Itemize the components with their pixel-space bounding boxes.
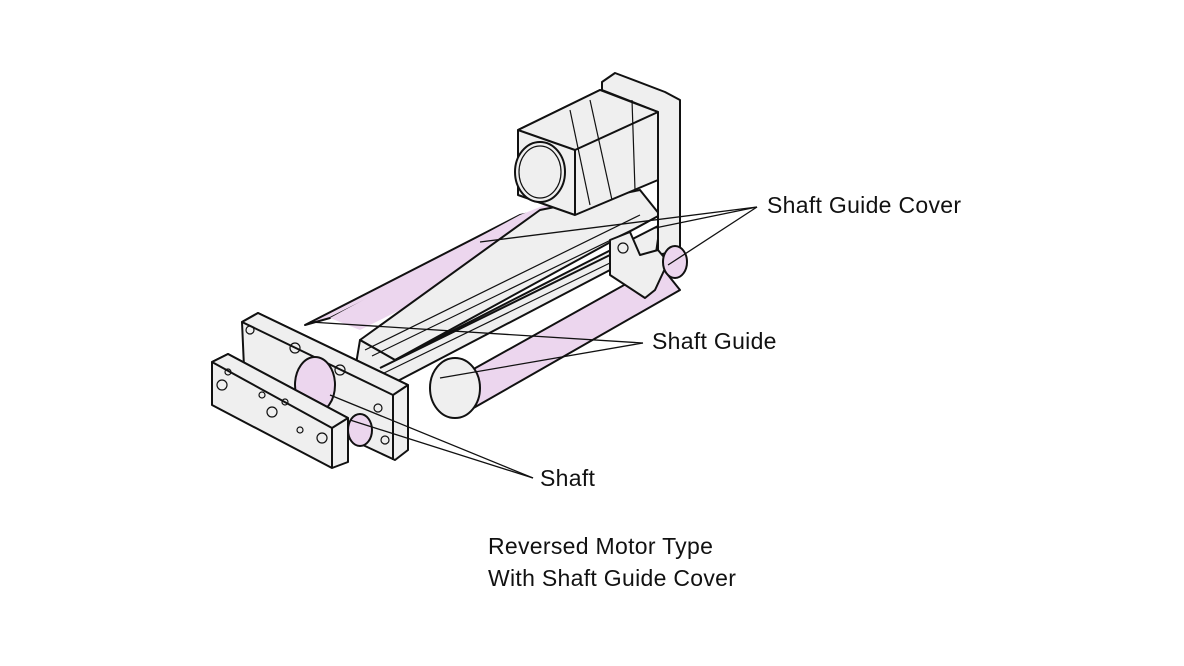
caption-line-1: Reversed Motor Type xyxy=(488,533,714,559)
label-shaft-guide: Shaft Guide xyxy=(652,328,777,354)
caption-line-2: With Shaft Guide Cover xyxy=(488,565,737,591)
label-shaft: Shaft xyxy=(540,465,596,491)
motor xyxy=(514,72,681,256)
front-plate xyxy=(211,353,373,469)
leader-lines xyxy=(309,206,758,479)
label-shaft-guide-cover: Shaft Guide Cover xyxy=(767,192,962,218)
caption: Reversed Motor Type With Shaft Guide Cov… xyxy=(488,530,736,594)
actuator-body xyxy=(354,189,661,386)
